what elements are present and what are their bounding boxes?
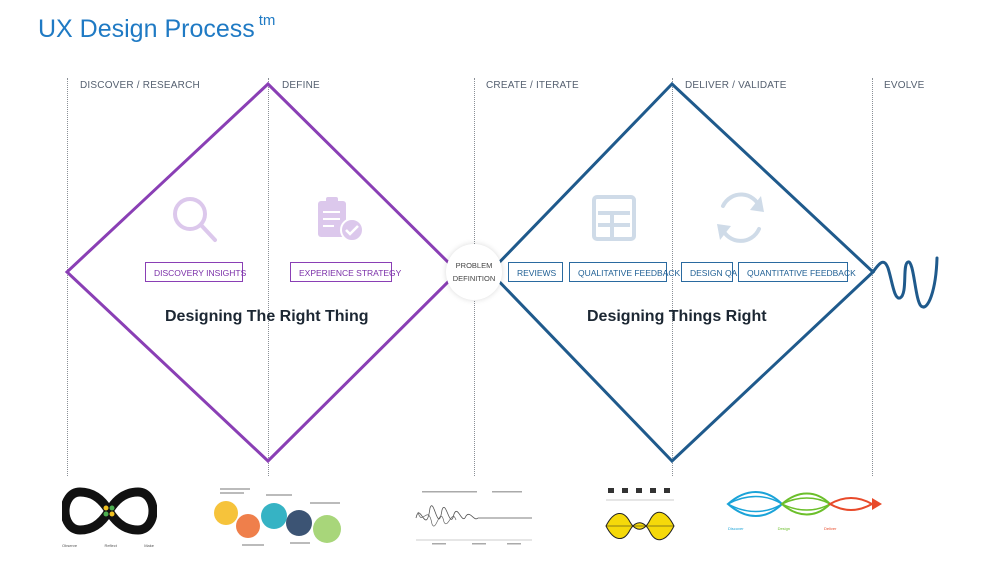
phase-define: DEFINE (282, 80, 320, 91)
document-table-icon (592, 195, 636, 241)
design-qa-tag: DESIGN QA (681, 262, 737, 282)
circles-thumbnail (210, 486, 350, 561)
quantitative-feedback-tag: QUANTITATIVE FEEDBACK (738, 262, 856, 282)
right-heading: Designing Things Right (587, 308, 767, 325)
deliver-label: Deliver (824, 526, 837, 531)
circles-diagram (214, 488, 341, 546)
triple-diamond-waves (726, 491, 882, 517)
phase-create: CREATE / ITERATE (486, 80, 579, 91)
reflect-label: Reflect (104, 543, 117, 548)
discover-label: Discover (728, 526, 744, 531)
problem-label: PROBLEM (455, 261, 493, 270)
search-icon (173, 197, 217, 242)
yellow-wave-chart (605, 488, 675, 541)
problem-definition-badge: PROBLEM DEFINITION (446, 244, 502, 300)
design-squiggle (415, 491, 532, 545)
phase-discover: DISCOVER / RESEARCH (80, 80, 200, 91)
divider (268, 78, 269, 476)
definition-label: DEFINITION (452, 274, 496, 283)
design-label: Design (777, 526, 791, 531)
experience-strategy-tag: EXPERIENCE STRATEGY (290, 262, 401, 282)
make-label: Make (144, 543, 154, 548)
phase-deliver: DELIVER / VALIDATE (685, 80, 787, 91)
observe-label: Observe (62, 543, 78, 548)
divider (672, 78, 673, 476)
triple-diamond-thumbnail: Discover Design Deliver (726, 486, 886, 555)
refresh-icon (717, 192, 764, 243)
left-diamond (64, 81, 461, 464)
evolve-squiggle (871, 256, 939, 309)
phase-evolve: EVOLVE (884, 80, 925, 91)
discovery-insights-tag: DISCOVERY INSIGHTS (145, 262, 246, 282)
right-diamond (487, 81, 876, 464)
divider (67, 78, 68, 476)
reviews-tag: REVIEWS (508, 262, 563, 282)
clipboard-check-icon (318, 197, 364, 242)
infinity-icon (60, 487, 158, 535)
qualitative-feedback-tag: QUALITATIVE FEEDBACK (569, 262, 680, 282)
yellow-wave-thumbnail (604, 486, 676, 557)
divider (872, 78, 873, 476)
left-heading: Designing The Right Thing (165, 308, 369, 325)
trademark: tm (258, 12, 276, 29)
infinity-thumbnail: Observe Reflect Make (60, 486, 158, 550)
squiggle-thumbnail (412, 488, 537, 555)
